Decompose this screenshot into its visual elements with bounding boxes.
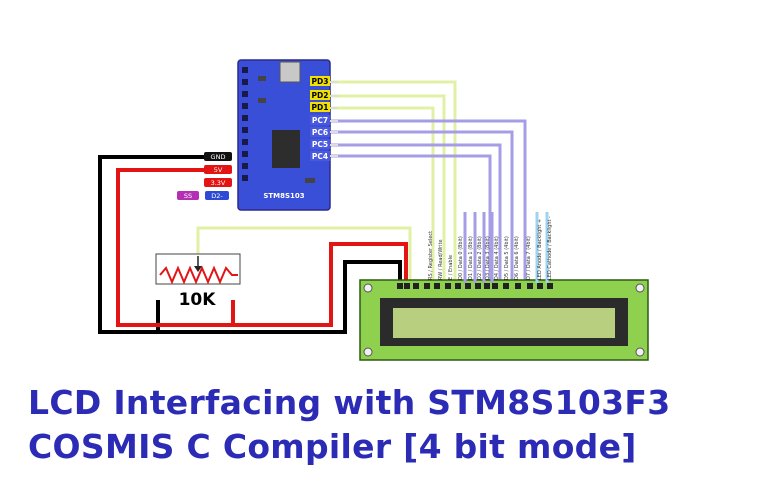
pin-label-pd2: PD2 bbox=[312, 91, 329, 100]
pin-label-d2: D2- bbox=[211, 192, 223, 200]
usb-connector bbox=[279, 61, 301, 83]
lcd-pin-label-d7: D7 / Data 7 (4bit) bbox=[526, 236, 532, 280]
wire-e bbox=[330, 106, 435, 286]
lcd-pin-label-e: E / Enable bbox=[448, 255, 454, 280]
mount-hole bbox=[635, 347, 645, 357]
wire-gnd-lcd bbox=[158, 260, 402, 334]
lcd-pin-label-led-k: LED Cathode / Backlight - bbox=[547, 216, 553, 280]
lcd-pin-wires bbox=[463, 212, 549, 283]
pin-label-pc6: PC6 bbox=[312, 128, 328, 137]
pin-label-pc4: PC4 bbox=[312, 152, 328, 161]
pin-label-gnd: GND bbox=[211, 153, 226, 161]
lcd-module bbox=[359, 279, 649, 361]
wire-d6 bbox=[330, 130, 514, 286]
wire-vcc bbox=[116, 168, 235, 327]
wire-d4 bbox=[330, 154, 492, 286]
lcd-pin-label-d0: D0 / Data 0 (8bit) bbox=[458, 236, 464, 280]
wire-gnd bbox=[98, 155, 232, 334]
smd-part bbox=[258, 98, 266, 103]
title-line-2: COSMIS C Compiler [4 bit mode] bbox=[28, 427, 637, 466]
pot-label: 10K bbox=[179, 290, 217, 310]
wire-v0 bbox=[196, 226, 412, 286]
wire-rs bbox=[330, 80, 457, 286]
pin-label-3v3: 3.3V bbox=[211, 179, 226, 187]
pot-resistor-zigzag bbox=[159, 265, 238, 285]
stm8s103-board: STM8S103 PD3 PD2 PD1 PC7 PC6 PC5 PC4 bbox=[177, 59, 338, 211]
pin-label-pc5: PC5 bbox=[312, 140, 328, 149]
lcd-pin-label-d2: D2 / Data 2 (8bit) bbox=[477, 236, 483, 280]
board-header-left bbox=[242, 67, 248, 181]
wires bbox=[98, 80, 527, 334]
lcd-pin-label-d4: D4 / Data 4 (4bit) bbox=[494, 236, 500, 280]
lcd-pin-header bbox=[397, 283, 553, 289]
board-pins-left: GND 5V 3.3V bbox=[204, 152, 232, 187]
mcu-chip bbox=[272, 130, 300, 168]
lcd-pin-label-led-a: LED Anode / Backlight + bbox=[537, 219, 543, 280]
lcd-pin-label-rw: RW / Read/Write bbox=[438, 239, 444, 280]
pot-wiper-arrow bbox=[194, 266, 202, 272]
smd-part bbox=[305, 178, 315, 183]
potentiometer: 10K bbox=[155, 253, 241, 310]
title-line-1: LCD Interfacing with STM8S103F3 bbox=[28, 383, 671, 422]
lcd-pin-label-d5: D5 / Data 5 (4bit) bbox=[504, 236, 510, 280]
lcd-pin-label-rs: RS / Register Select bbox=[428, 231, 434, 280]
pin-label-pd3: PD3 bbox=[312, 77, 329, 86]
smd-part bbox=[258, 76, 266, 81]
pin-label-5v: 5V bbox=[214, 166, 223, 174]
mount-hole bbox=[363, 347, 373, 357]
board-bottom-labels: SS D2- bbox=[177, 191, 229, 200]
lcd-pin-labels: RS / Register Select RW / Read/Write E /… bbox=[428, 216, 553, 280]
wire-d7 bbox=[330, 119, 527, 286]
board-pins-right: PD3 PD2 PD1 PC7 PC6 PC5 PC4 bbox=[310, 76, 338, 161]
lcd-pin-label-d3: D3 / Data 3 (8bit) bbox=[485, 236, 491, 280]
pin-label-pd1: PD1 bbox=[312, 103, 329, 112]
board-name: STM8S103 bbox=[263, 192, 304, 200]
pin-label-ss: SS bbox=[184, 192, 192, 200]
lcd-pin-label-d6: D6 / Data 6 (4bit) bbox=[514, 236, 520, 280]
wire-vcc-lcd bbox=[233, 242, 408, 327]
wire-d5 bbox=[330, 143, 502, 286]
pin-label-pc7: PC7 bbox=[312, 116, 328, 125]
lcd-pin-label-d1: D1 / Data 1 (8bit) bbox=[468, 236, 474, 280]
lcd-screen bbox=[393, 308, 615, 338]
mount-hole bbox=[635, 283, 645, 293]
wire-rw bbox=[330, 94, 446, 286]
mount-hole bbox=[363, 283, 373, 293]
